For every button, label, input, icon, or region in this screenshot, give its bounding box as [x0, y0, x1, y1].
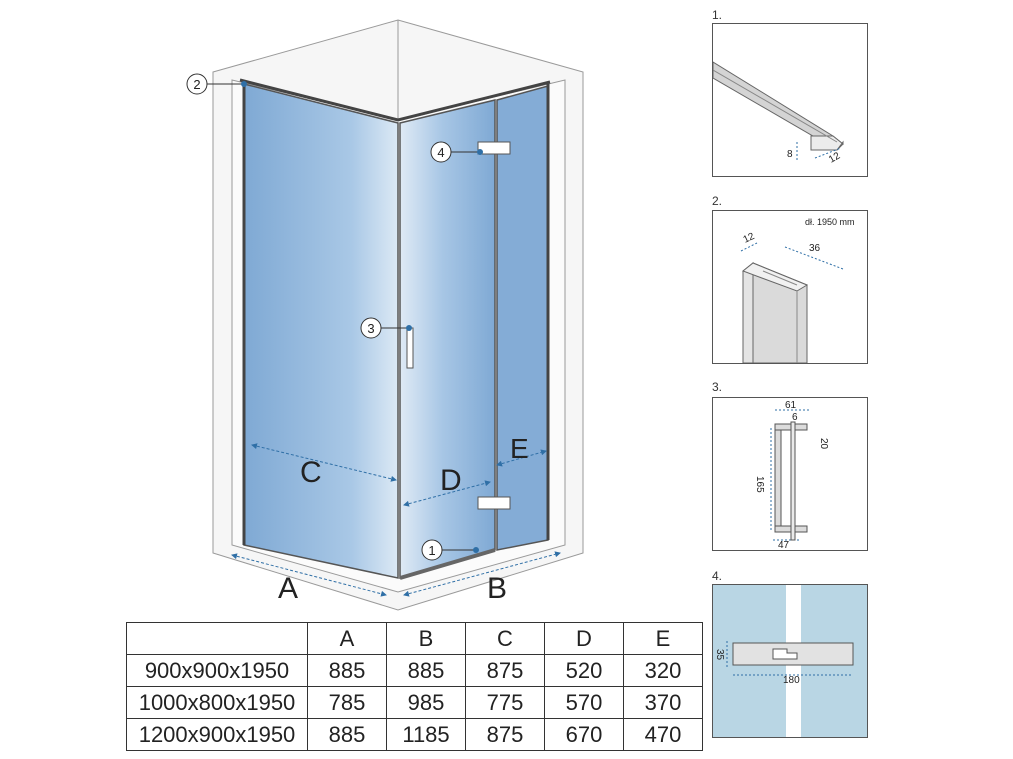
table-cell-b: 885: [386, 654, 466, 687]
detail-3-dim-47: 47: [778, 540, 790, 550]
table-header-d: D: [544, 622, 624, 655]
dimension-letter-a: A: [278, 572, 298, 605]
table-cell-a: 785: [307, 686, 387, 719]
detail-4-dim-180: 180: [783, 675, 800, 686]
shower-enclosure-illustration: C D E A B 2 4 3 1: [186, 19, 584, 611]
table-header-e: E: [623, 622, 703, 655]
table-header-b: B: [386, 622, 466, 655]
callout-4-number: 4: [437, 145, 444, 160]
profile-1-face: [810, 135, 844, 151]
table-cell-e: 320: [623, 654, 703, 687]
table-cell-model: 1000x800x1950: [126, 686, 308, 719]
table-header-a: A: [307, 622, 387, 655]
table-cell-b: 1185: [386, 718, 466, 751]
table-header-row: A B C D E: [126, 622, 703, 655]
detail-3-dim-6: 6: [792, 412, 798, 423]
table-cell-b: 985: [386, 686, 466, 719]
detail-2-panel: dł. 1950 mm 12 36: [712, 210, 868, 364]
table-cell-model: 900x900x1950: [126, 654, 308, 687]
table-cell-e: 470: [623, 718, 703, 751]
detail-1-dim-8: 8: [787, 149, 793, 160]
table-cell-a: 885: [307, 654, 387, 687]
table-cell-e: 370: [623, 686, 703, 719]
callout-1: 1: [421, 539, 479, 561]
callout-1-number: 1: [428, 543, 435, 558]
dimension-letter-e: E: [510, 433, 529, 464]
table-row: 1200x900x1950 885 1185 875 670 470: [126, 718, 703, 751]
detail-2-label: 2.: [712, 194, 723, 208]
dimension-letter-c: C: [300, 456, 322, 489]
detail-2-dim-36: 36: [809, 243, 821, 254]
callout-3-number: 3: [367, 321, 374, 336]
detail-3-panel: 61 6 20 165 47: [712, 397, 868, 551]
hinge-bottom: [477, 496, 511, 510]
dimension-lines: [231, 443, 561, 597]
detail-4-dim-35: 35: [714, 649, 725, 661]
table-cell-d: 520: [544, 654, 624, 687]
detail-4-panel: 35 180: [712, 584, 868, 738]
table-header-c: C: [465, 622, 545, 655]
handle-bar: [774, 427, 782, 529]
dimension-letter-d: D: [440, 464, 462, 497]
detail-3-dim-61: 61: [785, 400, 797, 411]
handle-glass-edge: [790, 421, 796, 541]
profile-1-body: [713, 61, 844, 151]
detail-1-panel: 8 12: [712, 23, 868, 177]
table-cell-d: 670: [544, 718, 624, 751]
table-cell-c: 875: [465, 654, 545, 687]
detail-4-label: 4.: [712, 569, 723, 583]
callout-3: 3: [360, 317, 412, 339]
callout-2-number: 2: [193, 77, 200, 92]
table-header-model: [126, 622, 308, 655]
door-handle: [406, 327, 414, 369]
detail-1-label: 1.: [712, 8, 723, 22]
callout-2: 2: [186, 73, 247, 95]
dimension-table: A B C D E 900x900x1950 885 885 875 520 3…: [126, 622, 703, 751]
table-cell-c: 775: [465, 686, 545, 719]
hinge-top: [477, 141, 511, 155]
fixed-right-panel: [496, 85, 549, 551]
table-row: 900x900x1950 885 885 875 520 320: [126, 654, 703, 687]
table-cell-d: 570: [544, 686, 624, 719]
detail-1-dim-12: 12: [827, 150, 843, 165]
profile-2-front: [742, 261, 754, 363]
detail-3-dim-20: 20: [818, 438, 829, 450]
callout-4: 4: [430, 141, 483, 163]
table-cell-a: 885: [307, 718, 387, 751]
top-frame-rail: [239, 78, 551, 122]
table-row: 1000x800x1950 785 985 775 570 370: [126, 686, 703, 719]
dimension-letter-b: B: [487, 572, 507, 605]
detail-3-dim-165: 165: [754, 476, 765, 493]
detail-2-length-note: dł. 1950 mm: [805, 217, 855, 227]
table-cell-c: 875: [465, 718, 545, 751]
profile-2-top: [741, 262, 809, 292]
detail-2-dim-12: 12: [742, 231, 757, 246]
table-cell-model: 1200x900x1950: [126, 718, 308, 751]
detail-3-label: 3.: [712, 380, 723, 394]
